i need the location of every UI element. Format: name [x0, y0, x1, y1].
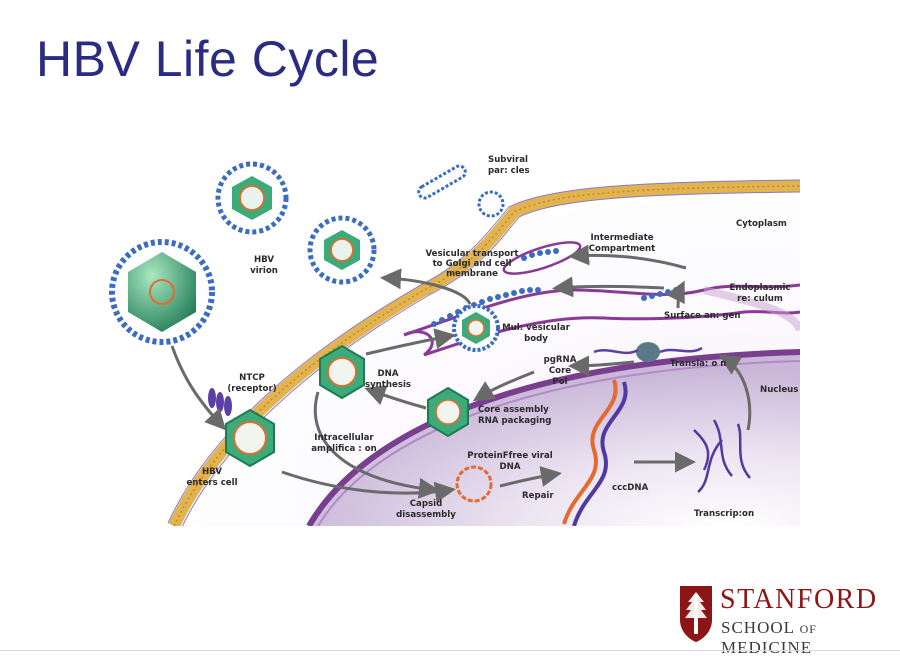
label-surface-antigen: Surface an: gen: [664, 311, 740, 321]
logo-subtitle-of: OF: [799, 622, 817, 636]
subviral-particle-sphere: [477, 190, 505, 218]
hbv-virion-large: [109, 239, 215, 345]
cccdna-helix: [562, 379, 628, 526]
label-transcription: Transcrip:on: [694, 509, 754, 519]
arrow-core-dna-synthesis: [364, 385, 427, 410]
stanford-wordmark: STANFORD: [720, 584, 878, 615]
capsid-core-assembly: [427, 386, 469, 438]
label-nucleus: Nucleus: [760, 385, 798, 395]
school-of-medicine: SCHOOL OF MEDICINE: [721, 618, 900, 658]
hbv-virion-budding: [307, 215, 377, 285]
rna-transcripts: [693, 419, 751, 493]
label-cytoplasm: Cytoplasm: [736, 219, 787, 229]
arrow-translation-pgrna: [568, 355, 635, 377]
arrow-pgrna-core: [472, 370, 535, 402]
protein-free-dna: [455, 465, 493, 503]
subviral-particle-rod: [417, 164, 467, 200]
arrow-surface-antigen-up: [665, 280, 685, 309]
stanford-tree-seal-icon: [680, 586, 712, 642]
page-title: HBV Life Cycle: [36, 31, 380, 87]
capsid-dna-synthesis: [319, 344, 365, 400]
capsid-entering: [225, 408, 275, 468]
footer-divider: [0, 650, 900, 651]
logo-subtitle-school: SCHOOL: [721, 618, 795, 637]
arrow-to-intermediate: [568, 244, 687, 270]
arrow-transcription-translation: [718, 354, 752, 431]
label-ntcp: NTCP(receptor): [227, 373, 276, 394]
arrow-to-mvb: [365, 328, 456, 356]
logo-subtitle-medicine: MEDICINE: [721, 638, 813, 657]
label-repair: Repair: [522, 491, 554, 501]
surface-antigen-clusters: [431, 287, 679, 327]
label-cccdna: cccDNA: [612, 483, 649, 493]
arrow-mvb-up: [380, 268, 472, 305]
arrow-repair: [499, 466, 562, 488]
capsid-multivesicular-body: [452, 304, 500, 352]
label-translation: Transla: o n: [670, 359, 726, 369]
arrow-intracellular-amplification: [313, 391, 440, 499]
ribosome: [593, 342, 703, 362]
arrow-entry: [170, 345, 227, 431]
stanford-logo: [680, 586, 712, 642]
arrow-er-vesicular: [552, 276, 665, 298]
hbv-virion-top: [215, 161, 289, 235]
